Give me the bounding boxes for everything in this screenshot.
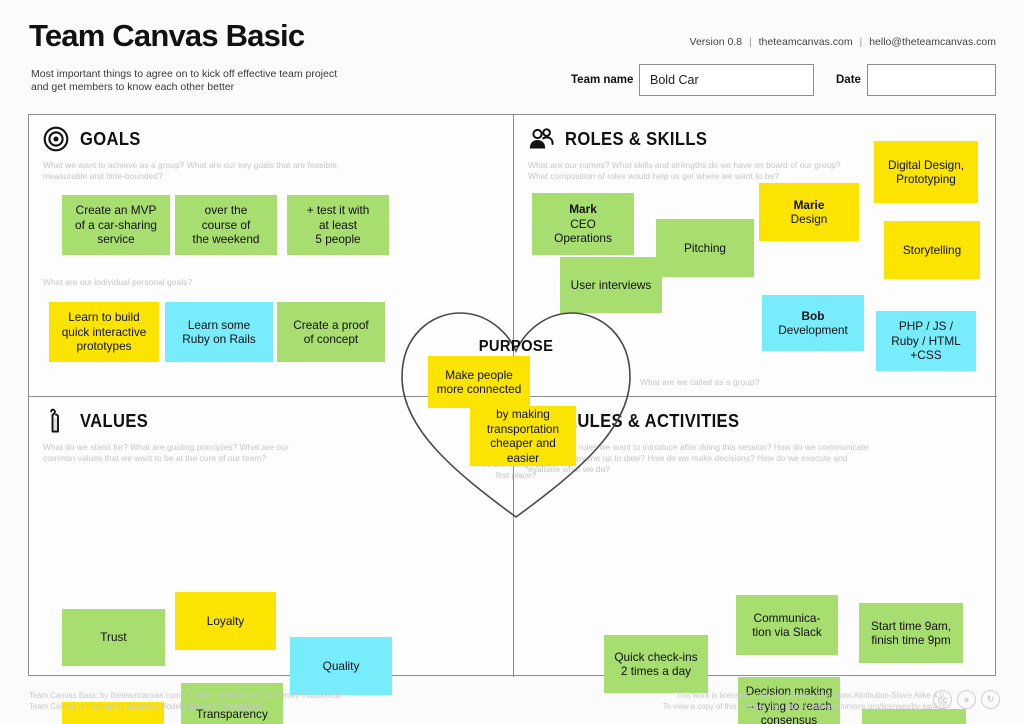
section-values: VALUES What do we stand for? What are gu… — [29, 397, 513, 724]
sticky-note[interactable]: over the course of the weekend — [175, 195, 277, 255]
sticky-note[interactable]: Quality — [290, 637, 392, 695]
roles-header: ROLES & SKILLS — [528, 126, 720, 152]
sticky-note-text: Design — [790, 212, 828, 226]
values-hint: What do we stand for? What are guiding p… — [43, 442, 289, 464]
sticky-note[interactable]: PHP / JS / Ruby / HTML +CSS — [876, 311, 976, 371]
team-name-label: Team name — [571, 74, 634, 86]
values-title: VALUES — [80, 410, 149, 431]
sa-icon: ↻ — [981, 690, 1000, 709]
sticky-note[interactable]: Learn to build quick interactive prototy… — [49, 302, 159, 362]
sticky-note[interactable]: Humor — [62, 702, 164, 724]
goals-title: GOALS — [80, 128, 141, 149]
goals-hint: What we want to achieve as a group? What… — [43, 160, 340, 182]
footer-attribution: Team Canvas Basic by theteamcanvas.com. … — [29, 691, 342, 711]
header-meta: Version 0.8 | theteamcanvas.com | hello@… — [690, 36, 996, 48]
sticky-note[interactable]: Make people more connected — [428, 356, 530, 408]
sticky-note[interactable]: Create a proof of concept — [277, 302, 385, 362]
section-rules-activities: RULES & ACTIVITIES What are the rules we… — [514, 397, 997, 724]
rules-title: RULES & ACTIVITIES — [565, 410, 740, 431]
sticky-note-name: Marie — [793, 197, 825, 212]
sticky-note[interactable]: by making transportation cheaper and eas… — [470, 406, 576, 466]
sticky-note[interactable]: Storytelling — [884, 221, 980, 279]
by-icon: ⚹ — [957, 690, 976, 709]
sticky-note[interactable]: Start time 9am, finish time 9pm — [859, 603, 963, 663]
hand-icon — [43, 408, 69, 434]
page-title: Team Canvas Basic — [29, 18, 305, 53]
sticky-note[interactable]: Trust — [62, 609, 165, 666]
cc-icon: cc — [933, 690, 952, 709]
sticky-note[interactable]: Mark CEO Operations — [532, 193, 634, 255]
version-label: Version 0.8 — [689, 36, 743, 48]
target-icon — [43, 126, 69, 152]
roles-title: ROLES & SKILLS — [565, 128, 708, 149]
sticky-note-text: Development — [778, 323, 848, 337]
sticky-note[interactable]: Marie Design — [759, 183, 859, 241]
roles-hint-group-name: What are we called as a group? — [640, 377, 760, 387]
sticky-note-name: Mark — [569, 202, 597, 217]
sticky-note[interactable]: Digital Design, Prototyping — [874, 141, 978, 203]
meta-separator-1: | — [748, 36, 752, 48]
sticky-note[interactable]: Decision making -- trying to reach conse… — [738, 677, 840, 724]
sticky-note-name: Bob — [801, 308, 825, 323]
roles-hint: What are our names? What skills and stre… — [528, 160, 841, 182]
section-goals: GOALS What we want to achieve as a group… — [29, 115, 513, 396]
sticky-note[interactable]: User interviews — [560, 257, 662, 313]
goals-hint-personal: What are our individual personal goals? — [43, 277, 193, 287]
date-input[interactable] — [867, 64, 996, 96]
footer-license: This work is licensed under the Creative… — [662, 691, 946, 711]
sticky-note[interactable]: Create an MVP of a car-sharing service — [62, 195, 170, 255]
section-roles-skills: ROLES & SKILLS What are our names? What … — [514, 115, 997, 396]
purpose-title: PURPOSE — [478, 338, 554, 355]
page-subtitle: Most important things to agree on to kic… — [31, 68, 338, 93]
sticky-note[interactable]: Loyalty — [175, 592, 276, 650]
meta-separator-2: | — [859, 36, 863, 48]
heart-outline-icon — [401, 312, 631, 518]
creative-commons-badges: cc ⚹ ↻ — [933, 690, 1000, 709]
team-name-input[interactable]: Bold Car — [639, 64, 814, 96]
sticky-note[interactable]: + test it with at least 5 people — [287, 195, 389, 255]
sticky-note[interactable]: Learn some Ruby on Rails — [165, 302, 273, 362]
sticky-note[interactable]: Bob Development — [762, 295, 864, 351]
sticky-note[interactable]: Communica- tion via Slack — [736, 595, 838, 655]
sticky-note[interactable]: Transparency — [181, 683, 283, 724]
sticky-note[interactable]: Quick check-ins 2 times a day — [604, 635, 708, 693]
values-header: VALUES — [43, 408, 154, 434]
email-link[interactable]: hello@theteamcanvas.com — [869, 36, 996, 48]
sticky-note[interactable]: Pitching — [656, 219, 754, 277]
sticky-note-text: CEO Operations — [554, 216, 612, 246]
people-icon — [528, 126, 554, 152]
goals-header: GOALS — [43, 126, 146, 152]
website-link[interactable]: theteamcanvas.com — [758, 36, 853, 48]
date-label: Date — [836, 74, 861, 86]
canvas-grid: GOALS What we want to achieve as a group… — [28, 114, 997, 724]
sticky-note[interactable]: otherwise - voting — [862, 709, 966, 724]
